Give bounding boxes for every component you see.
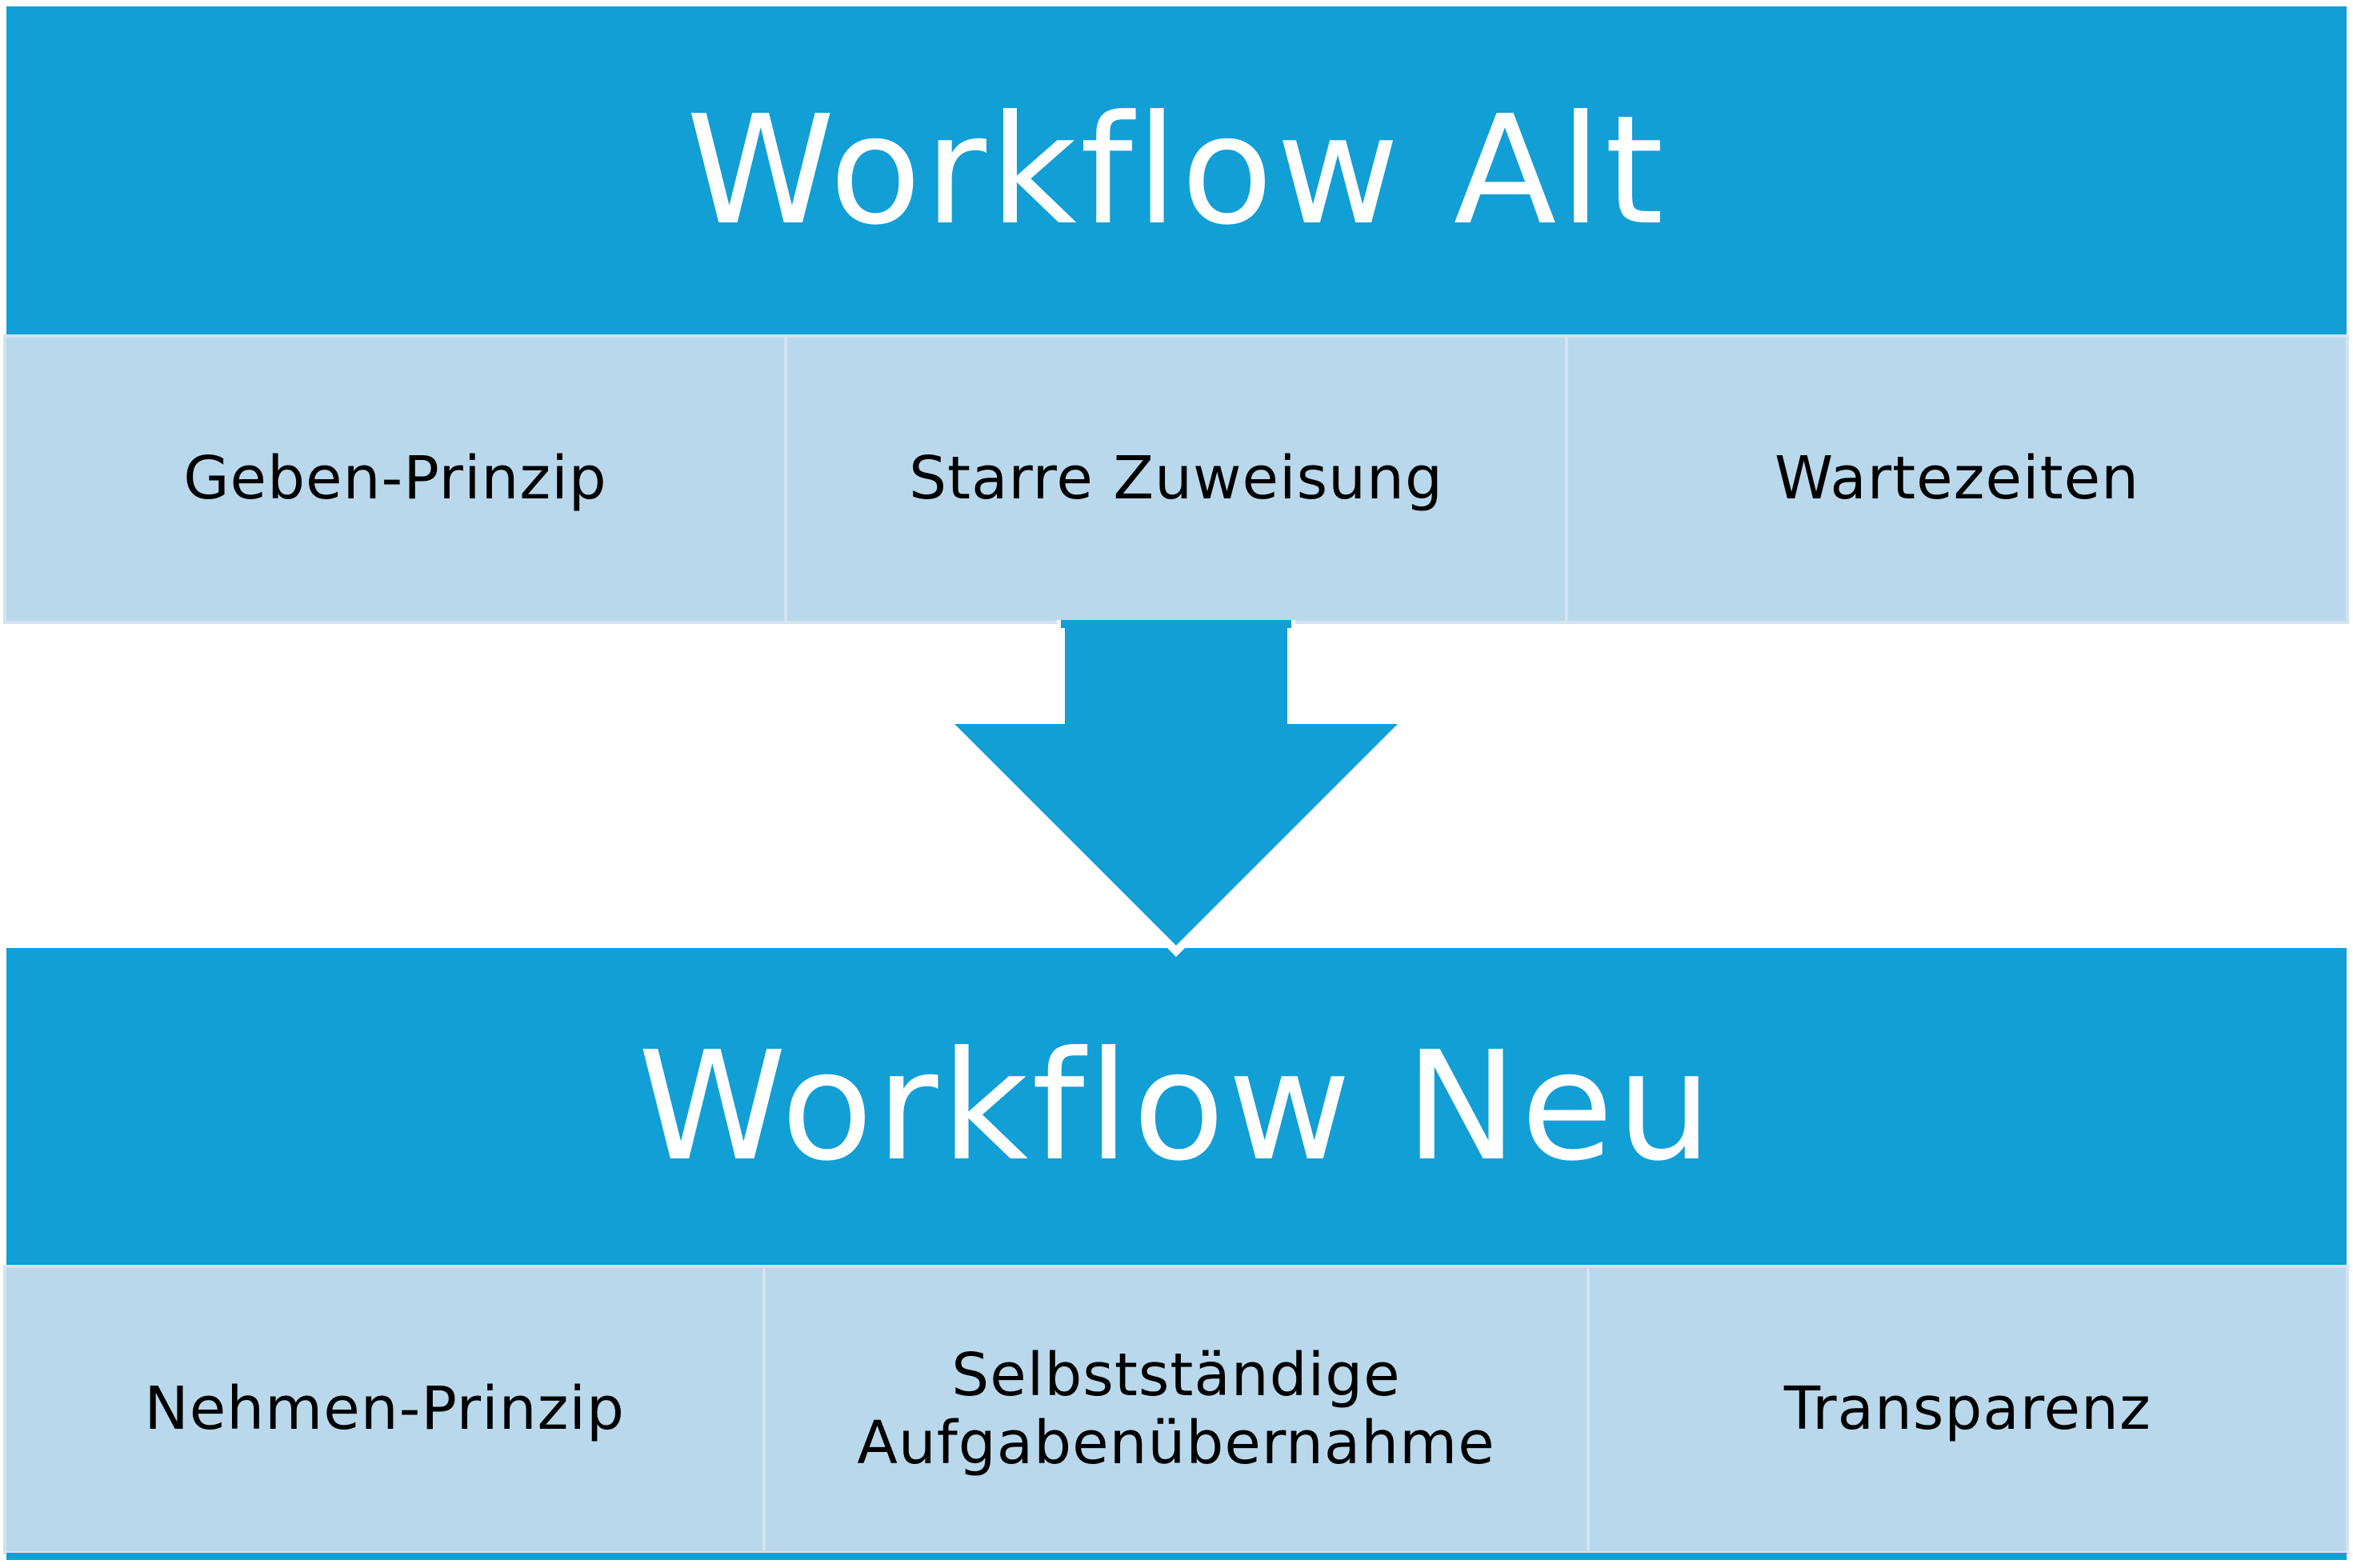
bottom-divider — [6, 1553, 2347, 1560]
old-item-geben-prinzip: Geben-Prinzip — [3, 334, 787, 624]
new-workflow-title: Workflow Neu — [638, 1018, 1715, 1194]
new-item-selbststaendige-aufgabenuebernahme: Selbstständige Aufgabenübernahme — [766, 1265, 1590, 1554]
new-workflow-header: Workflow Neu — [6, 948, 2347, 1265]
old-workflow-items: Geben-Prinzip Starre Zuweisung Wartezeit… — [3, 334, 2349, 624]
new-workflow-items: Nehmen-Prinzip Selbstständige Aufgabenüb… — [3, 1265, 2349, 1554]
old-item-starre-zuweisung: Starre Zuweisung — [787, 334, 1568, 624]
old-workflow-title: Workflow Alt — [686, 82, 1667, 258]
new-item-nehmen-prinzip: Nehmen-Prinzip — [3, 1265, 766, 1554]
old-workflow-header: Workflow Alt — [6, 6, 2347, 334]
new-item-transparenz: Transparenz — [1589, 1265, 2349, 1554]
old-item-wartezeiten: Wartezeiten — [1568, 334, 2349, 624]
